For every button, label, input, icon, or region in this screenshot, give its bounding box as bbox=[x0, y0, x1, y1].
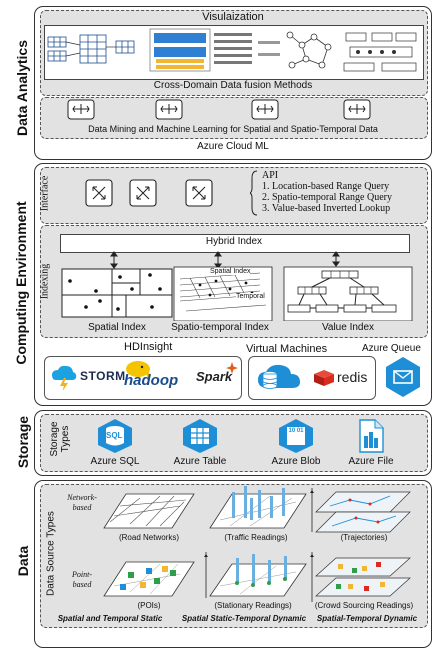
blob-glyph: 10 01 bbox=[288, 428, 304, 434]
crowd-sourcing-label: (Crowd Sourcing Readings) bbox=[314, 601, 414, 610]
hybrid-index-label: Hybrid Index bbox=[205, 236, 263, 247]
storage-types-label: Storage Types bbox=[49, 421, 71, 457]
section-label-storage: Storage bbox=[15, 415, 31, 469]
data-source-types-label: Data Source Types bbox=[45, 511, 57, 596]
redis-icon bbox=[314, 370, 334, 386]
azure-cloud-ml-label: Azure Cloud ML bbox=[197, 141, 269, 152]
cross-domain-fusion-label: Cross-Domain Data fusion Methods bbox=[153, 80, 313, 91]
hadoop-logo: hadoop bbox=[124, 372, 179, 389]
mining-label: Data Mining and Machine Learning for Spa… bbox=[88, 124, 378, 134]
spark-logo: Spark bbox=[196, 369, 233, 384]
section-label-data: Data bbox=[15, 545, 31, 577]
dynamic-category-label: Spatial-Temporal Dynamic bbox=[316, 614, 418, 623]
storm-logo: STORM bbox=[80, 369, 126, 383]
api-item-2: 2. Spatio-temporal Range Query bbox=[262, 192, 392, 203]
mining-router-icons bbox=[67, 99, 371, 120]
api-bracket bbox=[250, 170, 258, 216]
traffic-readings-label: (Traffic Readings) bbox=[224, 533, 288, 542]
virtual-machines-label: Virtual Machines bbox=[246, 343, 328, 355]
hybrid-index-box bbox=[60, 234, 410, 253]
azure-queue-label: Azure Queue bbox=[362, 343, 421, 354]
spatial-index-tag: Spatial Index bbox=[210, 268, 251, 275]
static-dynamic-category-label: Spatial Static-Temporal Dynamic bbox=[181, 614, 307, 623]
azure-sql-label: Azure SQL bbox=[90, 456, 140, 467]
azure-blob-label: Azure Blob bbox=[271, 456, 321, 467]
road-networks-label: (Road Networks) bbox=[118, 533, 179, 542]
azure-file-label: Azure File bbox=[348, 456, 394, 467]
virtual-machines-panel bbox=[248, 356, 376, 400]
data-source-maps bbox=[103, 486, 411, 602]
section-label-computing-environment: Computing Environment bbox=[13, 201, 29, 365]
point-based-label: Point-based bbox=[72, 570, 92, 589]
api-title: API bbox=[262, 170, 279, 181]
trajectories-label: (Trajectories) bbox=[340, 533, 388, 542]
azure-table-icon bbox=[183, 419, 217, 453]
hadoop-elephant-icon bbox=[126, 361, 150, 379]
azure-table-label: Azure Table bbox=[173, 456, 227, 467]
api-item-1: 1. Location-based Range Query bbox=[262, 181, 390, 192]
pois-label: (POIs) bbox=[137, 601, 161, 610]
index-diagrams bbox=[61, 251, 413, 321]
sql-glyph: SQL bbox=[106, 431, 123, 440]
temporal-tag: Temporal bbox=[236, 293, 265, 300]
visualization-title: Visulaization bbox=[202, 11, 264, 23]
network-based-label: Network-based bbox=[67, 493, 97, 512]
spatial-index-label: Spatial Index bbox=[88, 322, 146, 333]
spark-star-icon bbox=[226, 362, 238, 374]
spatio-temporal-index-label: Spatio-temporal Index bbox=[171, 322, 269, 333]
interface-icons bbox=[85, 179, 213, 207]
azure-file-icon bbox=[359, 419, 384, 453]
stationary-readings-label: (Stationary Readings) bbox=[214, 601, 292, 610]
database-cloud-icon bbox=[258, 364, 300, 389]
static-category-label: Spatial and Temporal Static bbox=[57, 614, 163, 623]
azure-blob-icon bbox=[279, 419, 313, 453]
azure-sql-icon bbox=[98, 419, 132, 453]
visualization-thumbnails bbox=[47, 28, 417, 72]
section-label-data-analytics: Data Analytics bbox=[14, 40, 30, 136]
interface-label: Interface bbox=[39, 175, 51, 212]
api-item-3: 3. Value-based Inverted Lookup bbox=[262, 203, 391, 214]
redis-logo: redis bbox=[337, 369, 368, 385]
azure-queue-icon bbox=[386, 357, 420, 397]
value-index-label: Value Index bbox=[321, 322, 375, 333]
storm-icon bbox=[52, 365, 77, 390]
hdinsight-label: HDInsight bbox=[124, 341, 173, 353]
